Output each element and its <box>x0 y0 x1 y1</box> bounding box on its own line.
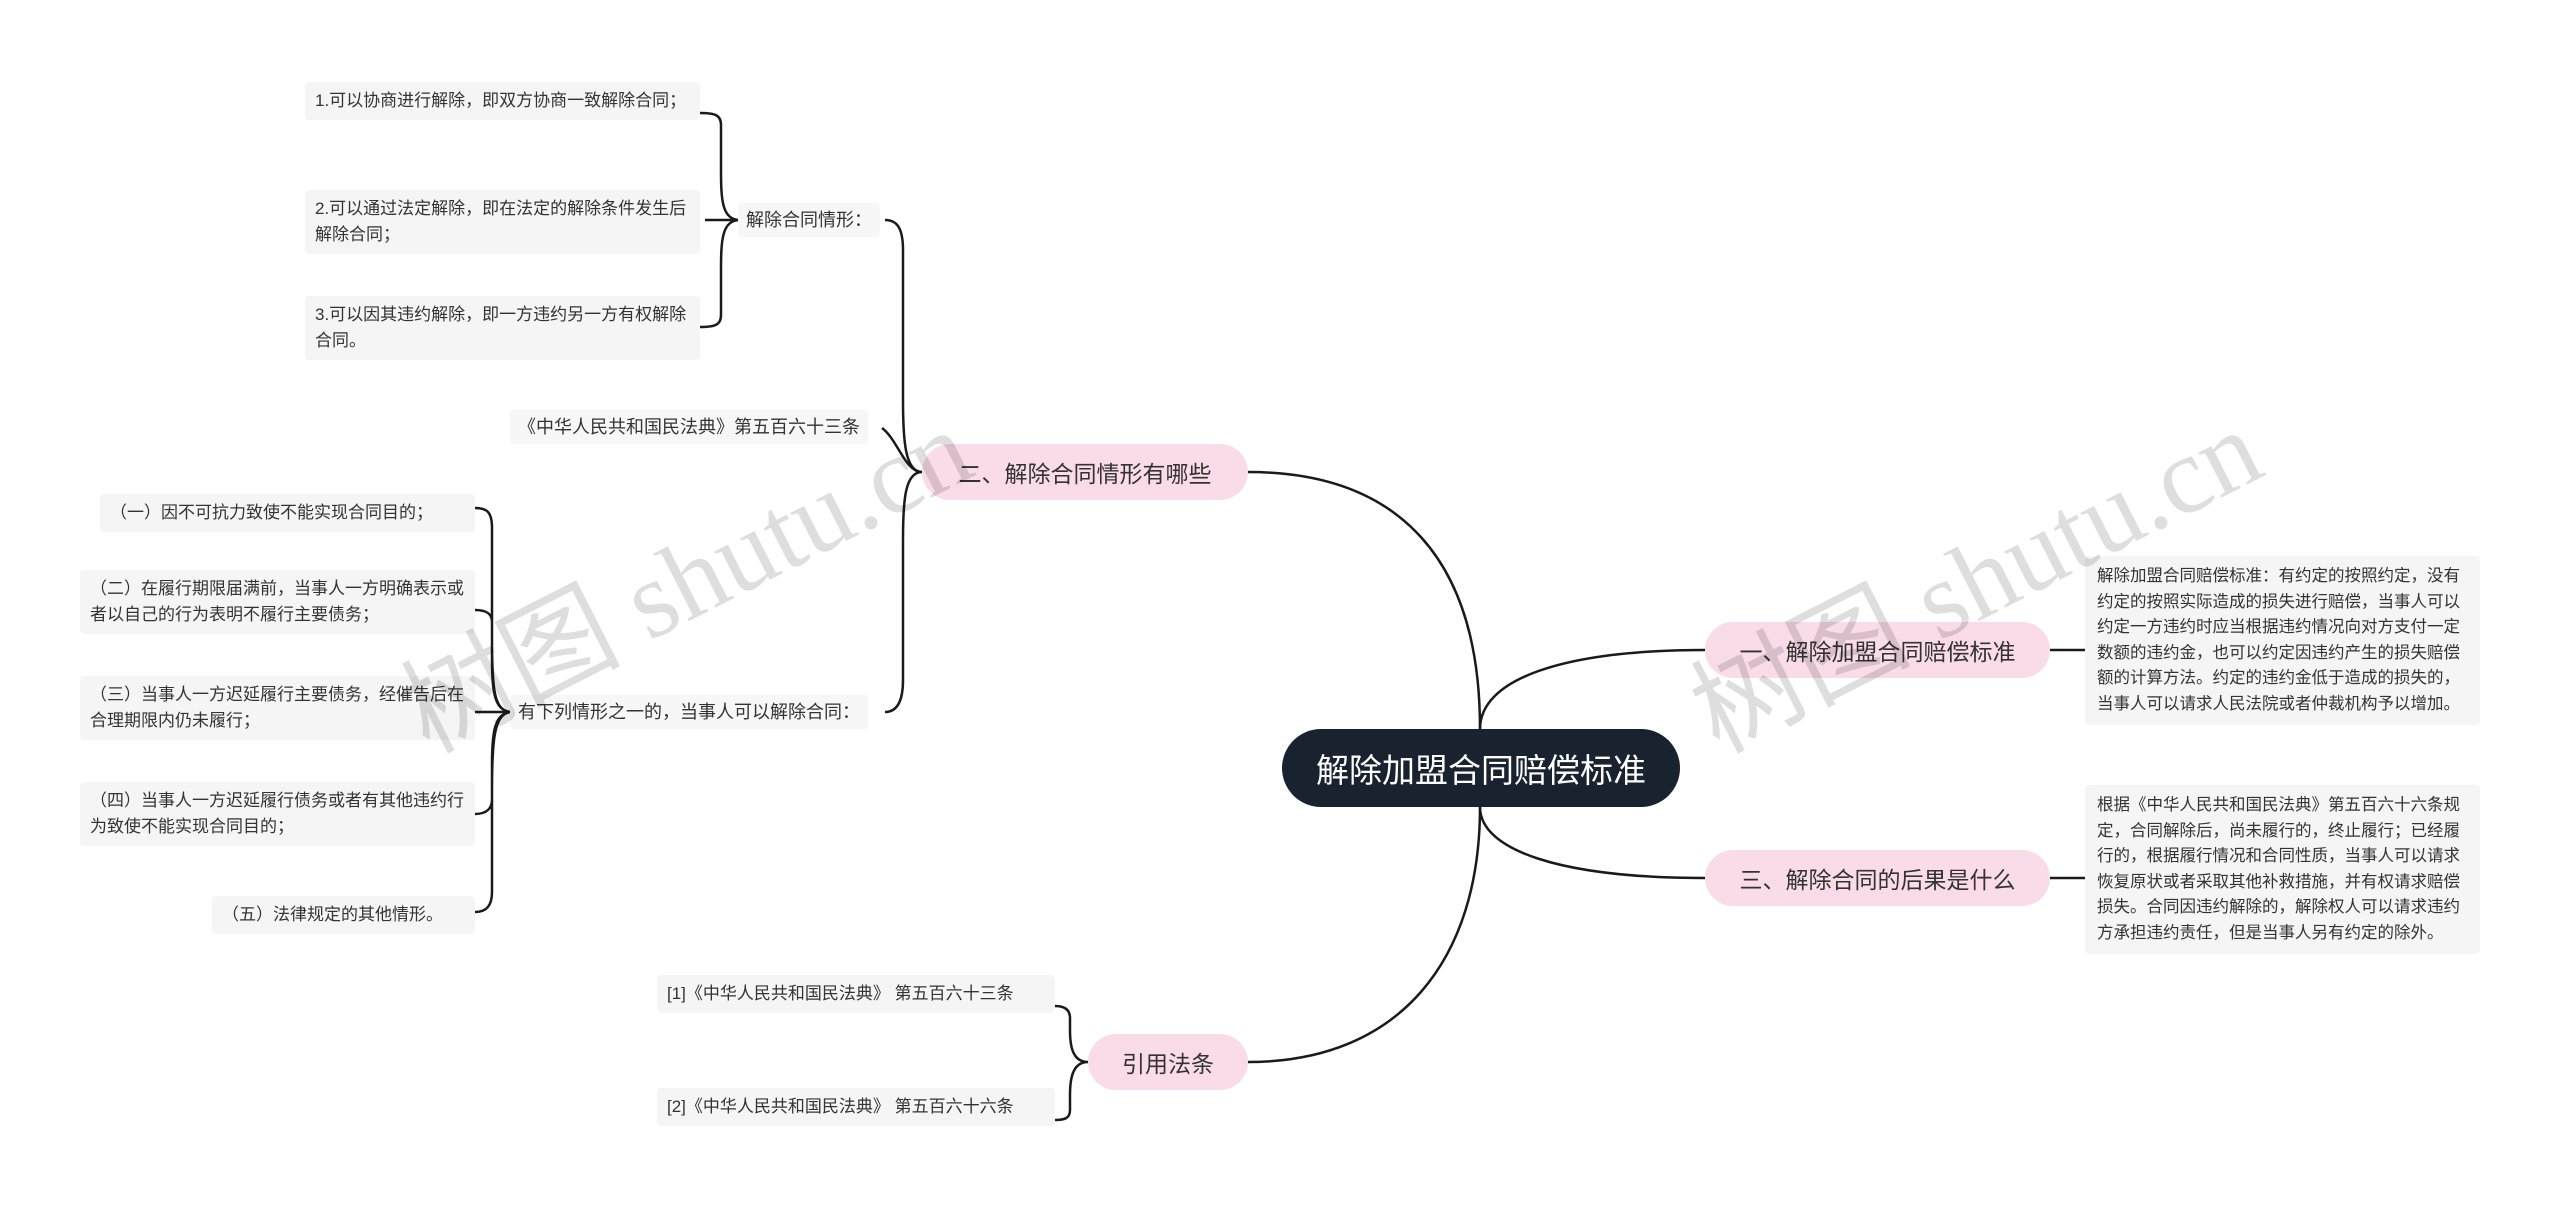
leaf-situation-3[interactable]: 3.可以因其违约解除，即一方违约另一方有权解除合同。 <box>305 296 700 360</box>
link-sub3-items <box>474 506 513 914</box>
link-situations-sub1 <box>884 218 923 474</box>
leaf-condition-5[interactable]: （五）法律规定的其他情形。 <box>212 896 475 934</box>
leaf-citation-1[interactable]: [1]《中华人民共和国民法典》 第五百六十三条 <box>657 975 1055 1013</box>
link-root-citations <box>1247 806 1482 1064</box>
leaf-condition-3[interactable]: （三）当事人一方迟延履行主要债务，经催告后在合理期限内仍未履行； <box>80 676 475 740</box>
branch-standard[interactable]: 一、解除加盟合同赔偿标准 <box>1705 622 2050 678</box>
subtopic-termination-situations[interactable]: 解除合同情形： <box>738 203 880 237</box>
link-root-standard <box>1478 648 1706 730</box>
link-situations-sub2 <box>881 427 923 474</box>
link-situations-sub3 <box>884 470 923 714</box>
leaf-citation-2[interactable]: [2]《中华人民共和国民法典》 第五百六十六条 <box>657 1088 1055 1126</box>
branch-situations[interactable]: 二、解除合同情形有哪些 <box>922 444 1248 500</box>
subtopic-conditions[interactable]: 有下列情形之一的，当事人可以解除合同： <box>510 695 868 729</box>
leaf-condition-4[interactable]: （四）当事人一方迟延履行债务或者有其他违约行为致使不能实现合同目的； <box>80 782 475 846</box>
link-sub1-items <box>699 111 741 329</box>
subtopic-civil-code-563[interactable]: 《中华人民共和国民法典》第五百六十三条 <box>510 410 868 444</box>
leaf-situation-2[interactable]: 2.可以通过法定解除，即在法定的解除条件发生后解除合同； <box>305 190 700 254</box>
root-topic[interactable]: 解除加盟合同赔偿标准 <box>1282 729 1680 807</box>
detail-compensation-standard[interactable]: 解除加盟合同赔偿标准：有约定的按照约定，没有约定的按照实际造成的损失进行赔偿，当… <box>2085 556 2480 725</box>
leaf-situation-1[interactable]: 1.可以协商进行解除，即双方协商一致解除合同； <box>305 82 700 120</box>
branch-consequence[interactable]: 三、解除合同的后果是什么 <box>1705 850 2050 906</box>
leaf-condition-1[interactable]: （一）因不可抗力致使不能实现合同目的； <box>100 494 475 532</box>
link-root-situations <box>1247 470 1482 730</box>
branch-citations[interactable]: 引用法条 <box>1088 1034 1248 1090</box>
leaf-condition-2[interactable]: （二）在履行期限届满前，当事人一方明确表示或者以自己的行为表明不履行主要债务； <box>80 570 475 634</box>
link-root-consequence <box>1478 806 1706 880</box>
link-citations-items <box>1054 1004 1089 1122</box>
detail-termination-consequence[interactable]: 根据《中华人民共和国民法典》第五百六十六条规定，合同解除后，尚未履行的，终止履行… <box>2085 785 2480 954</box>
